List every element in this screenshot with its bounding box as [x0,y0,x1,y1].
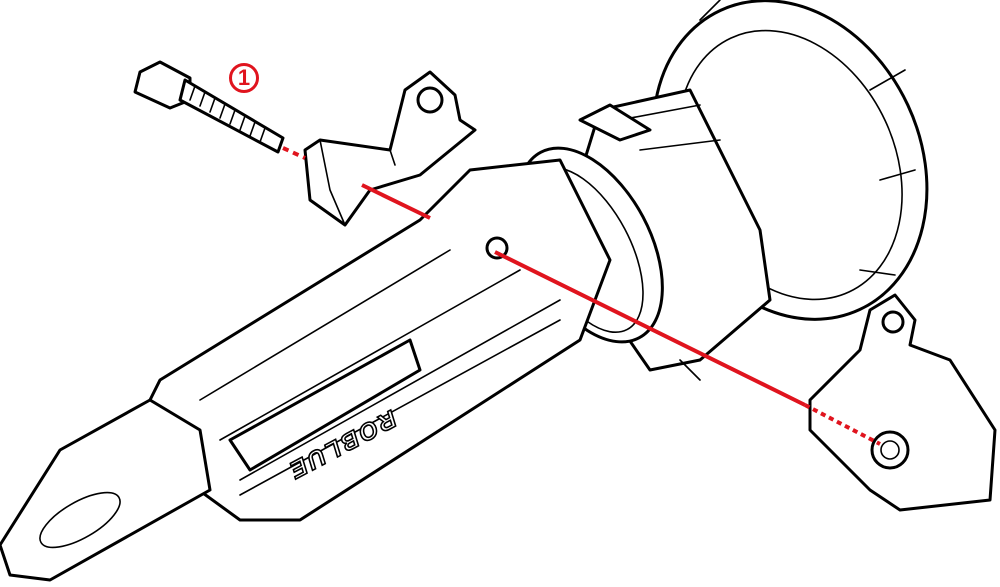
callout-number: 1 [229,63,259,93]
assembly-axis-line [282,146,881,446]
screw [133,60,285,154]
clamp-bracket [303,70,477,227]
handle-body [0,158,612,582]
side-bracket [808,293,997,512]
